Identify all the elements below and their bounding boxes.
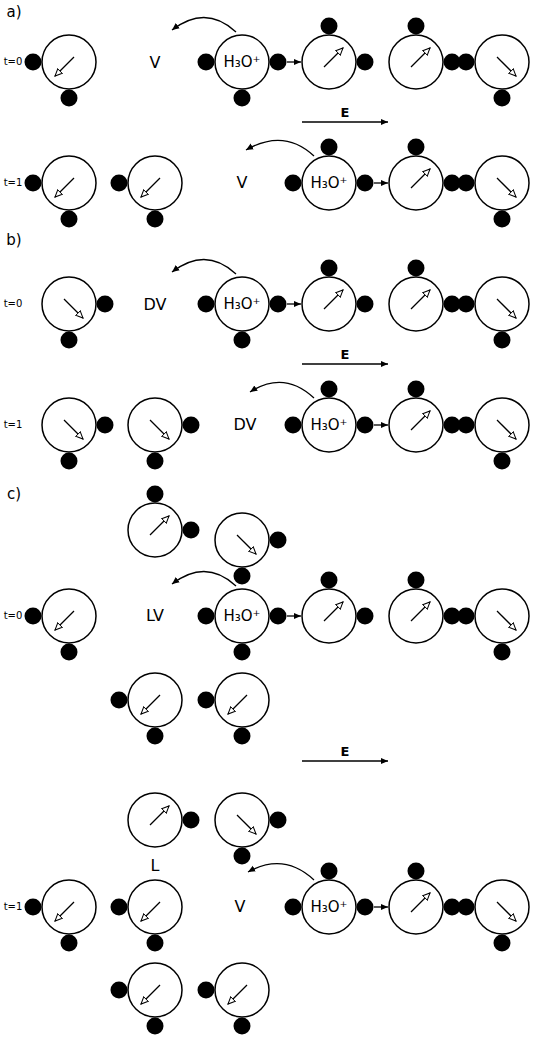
hop-arrow	[172, 571, 236, 586]
ion-circle	[302, 156, 356, 210]
hop-arrow	[250, 382, 314, 398]
time-label: t=0	[4, 57, 23, 67]
defect-label: V	[235, 899, 246, 915]
water-molecule	[458, 277, 530, 349]
field-label: E	[341, 745, 350, 758]
field-arrow	[302, 363, 388, 365]
hydronium-ion: H₃O⁺	[213, 33, 271, 91]
water-molecule	[458, 589, 530, 661]
water-molecule	[215, 513, 287, 585]
ion-circle	[215, 589, 269, 643]
ion-formula: H₃O⁺	[310, 418, 347, 433]
hydronium-ion: H₃O⁺	[300, 154, 358, 212]
hop-arrow	[246, 140, 314, 156]
ion-formula: H₃O⁺	[223, 609, 260, 624]
water-molecule	[111, 156, 183, 228]
defect-label: b)	[6, 233, 21, 248]
ion-formula: H₃O⁺	[310, 900, 347, 915]
water-molecule	[128, 793, 200, 847]
time-label: t=1	[4, 902, 23, 912]
hydronium-ion: H₃O⁺	[300, 396, 358, 454]
water-molecule	[111, 673, 183, 745]
defect-label: LV	[146, 608, 164, 624]
ion-formula: H₃O⁺	[223, 55, 260, 70]
water-molecule	[198, 673, 270, 745]
time-label: t=1	[4, 420, 23, 430]
hydronium-ion: H₃O⁺	[300, 878, 358, 936]
hydronium-ion: H₃O⁺	[213, 275, 271, 333]
ion-circle	[302, 398, 356, 452]
water-molecule	[389, 572, 461, 644]
ion-circle	[215, 35, 269, 89]
water-molecule	[389, 139, 461, 211]
hop-arrow	[172, 259, 236, 274]
defect-label: L	[151, 858, 160, 874]
defect-label: DV	[234, 417, 257, 433]
hydronium-ion: H₃O⁺	[213, 587, 271, 645]
water-molecule	[128, 398, 200, 470]
water-molecule	[128, 486, 200, 558]
water-molecule	[389, 260, 461, 332]
water-molecule	[458, 880, 530, 952]
field-arrow	[302, 121, 388, 123]
water-molecule	[302, 572, 374, 644]
water-molecule	[25, 35, 97, 107]
water-molecule	[25, 880, 97, 952]
defect-label: a)	[6, 5, 21, 20]
water-molecule	[389, 18, 461, 90]
ion-circle	[215, 277, 269, 331]
defect-label: V	[237, 175, 248, 191]
water-molecule	[458, 156, 530, 228]
hop-arrow	[172, 17, 236, 32]
water-molecule	[25, 589, 97, 661]
field-arrow	[302, 760, 388, 762]
water-molecule	[42, 277, 114, 349]
water-molecule	[111, 963, 183, 1035]
ion-formula: H₃O⁺	[223, 297, 260, 312]
field-label: E	[341, 348, 350, 361]
water-molecule	[389, 381, 461, 453]
defect-label: V	[150, 55, 161, 71]
water-molecule	[302, 18, 374, 90]
water-molecule	[458, 35, 530, 107]
water-molecule	[111, 880, 183, 952]
field-label: E	[341, 106, 350, 119]
water-molecule	[42, 398, 114, 470]
hop-arrow	[248, 864, 314, 880]
time-label: t=0	[4, 611, 23, 621]
water-molecule	[215, 793, 287, 865]
defect-label: c)	[7, 487, 21, 502]
water-molecule	[389, 863, 461, 935]
ion-circle	[302, 880, 356, 934]
time-label: t=1	[4, 178, 23, 188]
defect-label: DV	[144, 297, 167, 313]
ion-formula: H₃O⁺	[310, 176, 347, 191]
time-label: t=0	[4, 299, 23, 309]
water-molecule	[458, 398, 530, 470]
water-molecule	[198, 963, 270, 1035]
water-molecule	[302, 260, 374, 332]
water-molecule	[25, 156, 97, 228]
